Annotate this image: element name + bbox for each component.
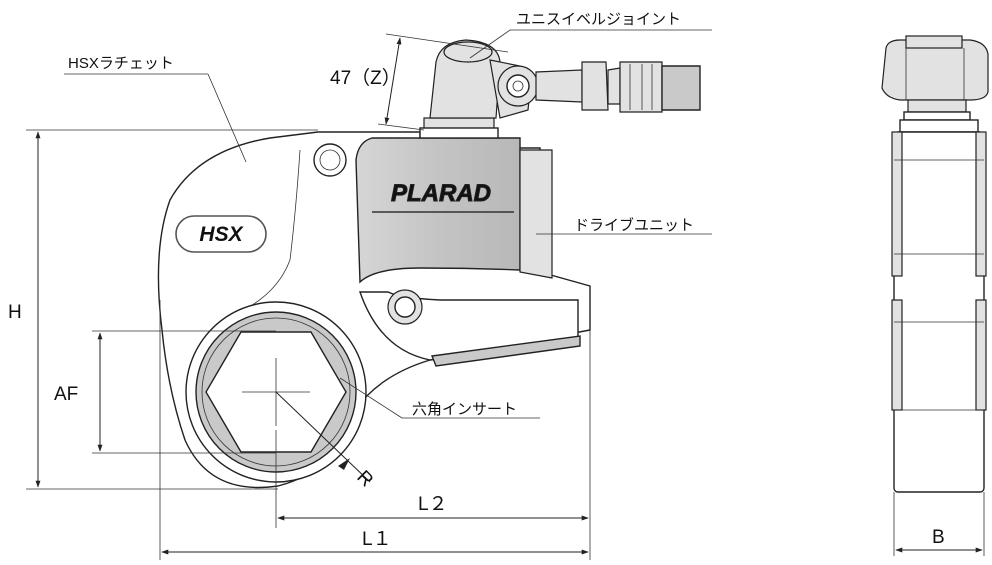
dimension-lines: [26, 33, 591, 560]
hsx-badge: [175, 215, 267, 253]
z-dimension-line: [384, 37, 402, 125]
reaction-plate: [431, 335, 581, 367]
drive-unit-label: ドライブユニット: [574, 216, 694, 234]
swivel-joint-label: ユニスイベルジョイント: [516, 11, 681, 28]
side-body: [893, 131, 985, 493]
hsx-logo-text: HSX: [199, 223, 244, 246]
z-dimension-label: 47（Z）: [330, 67, 401, 89]
hose-end: [661, 65, 701, 111]
pivot-hole-top: [313, 143, 347, 177]
label-leaders: [64, 29, 712, 419]
drive-unit-endcap: [519, 149, 553, 279]
hose-fitting-pipe: [535, 69, 583, 103]
hose-nut-1: [581, 61, 609, 111]
r-leader-line: [275, 391, 371, 483]
plarad-logo-text: PLARAD: [391, 180, 491, 207]
side-swivel-cap: [881, 39, 989, 101]
l1-dimension-label: L１: [362, 529, 392, 550]
r-dimension-label: R: [352, 467, 377, 492]
b-dimension-label: B: [932, 527, 945, 548]
drive-unit-body: [355, 137, 521, 284]
h-dimension-label: H: [8, 302, 22, 323]
side-view: B: [881, 35, 989, 556]
hex-insert-label: 六角インサート: [412, 401, 517, 418]
hose-coupler: [619, 61, 663, 113]
front-view: HSX PLARAD: [157, 39, 701, 489]
af-dimension-label: AF: [54, 384, 78, 405]
l2-dimension-label: L２: [418, 494, 448, 515]
hose-nut-2: [607, 67, 621, 105]
ratchet-label: HSXラチェット: [68, 55, 174, 72]
